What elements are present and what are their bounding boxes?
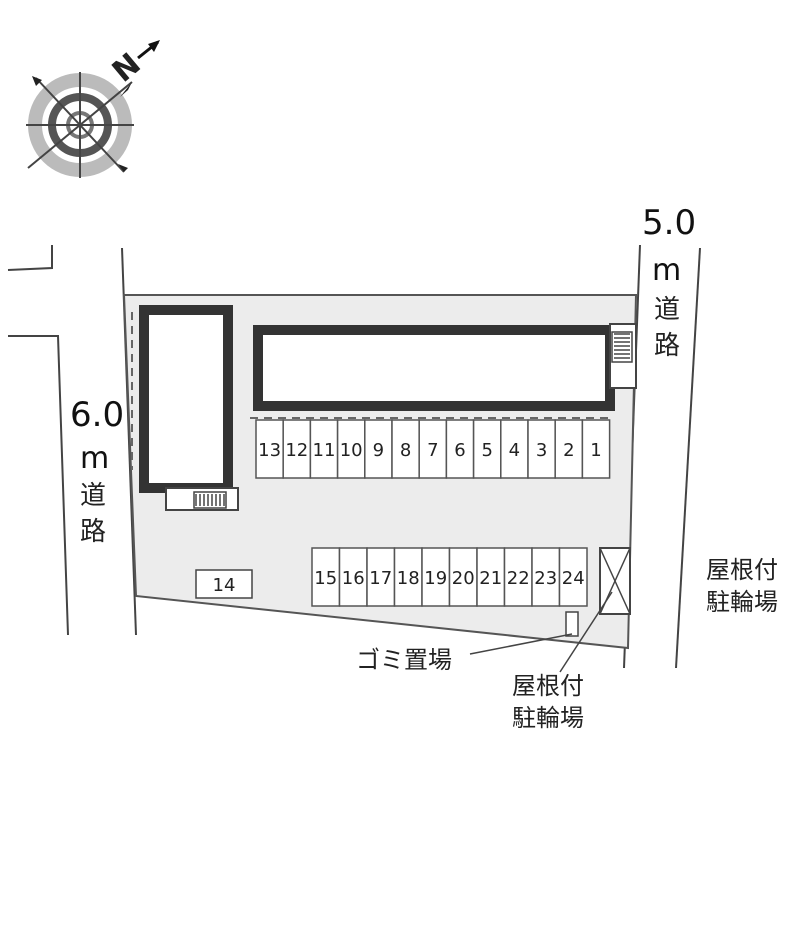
east-road-width: 5.0 <box>642 203 696 243</box>
parking-space: 20 <box>448 547 478 607</box>
parking-space-label: 20 <box>452 568 475 589</box>
parking-space: 15 <box>311 547 341 607</box>
west-road-width: 6.0 <box>70 395 124 435</box>
parking-space: 6 <box>445 419 475 479</box>
parking-space-label: 1 <box>590 440 601 461</box>
parking-space-box <box>309 419 339 479</box>
stairs-icon <box>193 491 227 509</box>
parking-space-box <box>282 419 312 479</box>
parking-space-box <box>527 419 556 479</box>
parking-space: 3 <box>527 419 556 479</box>
parking-space-label: 15 <box>314 568 337 589</box>
parking-space: 17 <box>366 547 396 607</box>
parking-space: 24 <box>558 547 588 607</box>
parking-space-14: 14 <box>195 569 253 599</box>
parking-space: 1 <box>581 419 611 479</box>
parking-space-label: 10 <box>340 440 363 461</box>
lot-dashed-lines <box>131 312 610 470</box>
leader-lines <box>469 591 613 673</box>
parking-space: 11 <box>309 419 339 479</box>
parking-space-label: 23 <box>534 568 557 589</box>
bike-shelter-inner-label-1: 屋根付 <box>512 672 584 700</box>
parking-space: 4 <box>500 419 529 479</box>
bike-shelter-inner-label-2: 駐輪場 <box>512 704 584 732</box>
parking-space-label: 21 <box>479 568 502 589</box>
parking-space: 19 <box>421 547 451 607</box>
parking-space-label: 7 <box>427 440 438 461</box>
parking-space-box <box>476 547 506 607</box>
parking-space-label: 19 <box>424 568 447 589</box>
parking-space-label: 8 <box>400 440 411 461</box>
parking-space: 18 <box>393 547 423 607</box>
east-road-unit: m <box>652 253 681 288</box>
parking-space-label: 13 <box>258 440 281 461</box>
parking-space: 12 <box>282 419 312 479</box>
parking-space-label: 18 <box>397 568 420 589</box>
east-road-label-2: 路 <box>654 331 680 361</box>
garbage-area <box>565 611 579 637</box>
bike-shelter-outer-label-2: 駐輪場 <box>706 588 778 616</box>
parking-space-box <box>445 419 475 479</box>
parking-space-box <box>558 547 588 607</box>
parking-space: 21 <box>476 547 506 607</box>
parking-space: 8 <box>391 419 420 479</box>
parking-space: 16 <box>338 547 368 607</box>
parking-space-box <box>554 419 584 479</box>
parking-space-label: 12 <box>285 440 308 461</box>
parking-space-label: 5 <box>481 440 492 461</box>
parking-space-label: 2 <box>563 440 574 461</box>
parking-space: 5 <box>472 419 502 479</box>
parking-space: 9 <box>364 419 393 479</box>
parking-space-label: 11 <box>313 440 336 461</box>
compass-rose-icon: N <box>26 40 160 178</box>
parking-space-box <box>421 547 451 607</box>
parking-space: 2 <box>554 419 584 479</box>
north-label: N <box>106 47 148 90</box>
bike-shelter-outer-label-1: 屋根付 <box>706 556 778 584</box>
east-road-label-1: 道 <box>654 295 680 325</box>
parking-space-label: 17 <box>369 568 392 589</box>
parking-space-box <box>311 547 341 607</box>
west-road-label-2: 路 <box>80 517 106 547</box>
parking-space: 22 <box>503 547 533 607</box>
parking-space-label: 6 <box>454 440 465 461</box>
garbage-label: ゴミ置場 <box>356 646 452 674</box>
parking-space-box <box>581 419 611 479</box>
parking-space-label: 16 <box>342 568 365 589</box>
parking-space-label: 3 <box>536 440 547 461</box>
stairs-icon <box>611 331 633 363</box>
west-road-label-1: 道 <box>80 481 106 511</box>
parking-space-box <box>255 419 284 479</box>
parking-space-box <box>448 547 478 607</box>
building-north <box>253 323 637 411</box>
parking-space: 10 <box>336 419 366 479</box>
parking-space: 23 <box>531 547 561 607</box>
building-west <box>139 305 239 511</box>
parking-space-label: 22 <box>507 568 530 589</box>
parking-space-label: 24 <box>562 568 585 589</box>
parking-space-label: 4 <box>509 440 520 461</box>
parking-space-label: 9 <box>373 440 384 461</box>
parking-space-box <box>472 419 502 479</box>
west-road-unit: m <box>80 441 109 476</box>
parking-space-box <box>338 547 368 607</box>
parking-space-label: 14 <box>213 575 236 596</box>
parking-space-box <box>393 547 423 607</box>
parking-space: 7 <box>418 419 448 479</box>
parking-space: 13 <box>255 419 284 479</box>
